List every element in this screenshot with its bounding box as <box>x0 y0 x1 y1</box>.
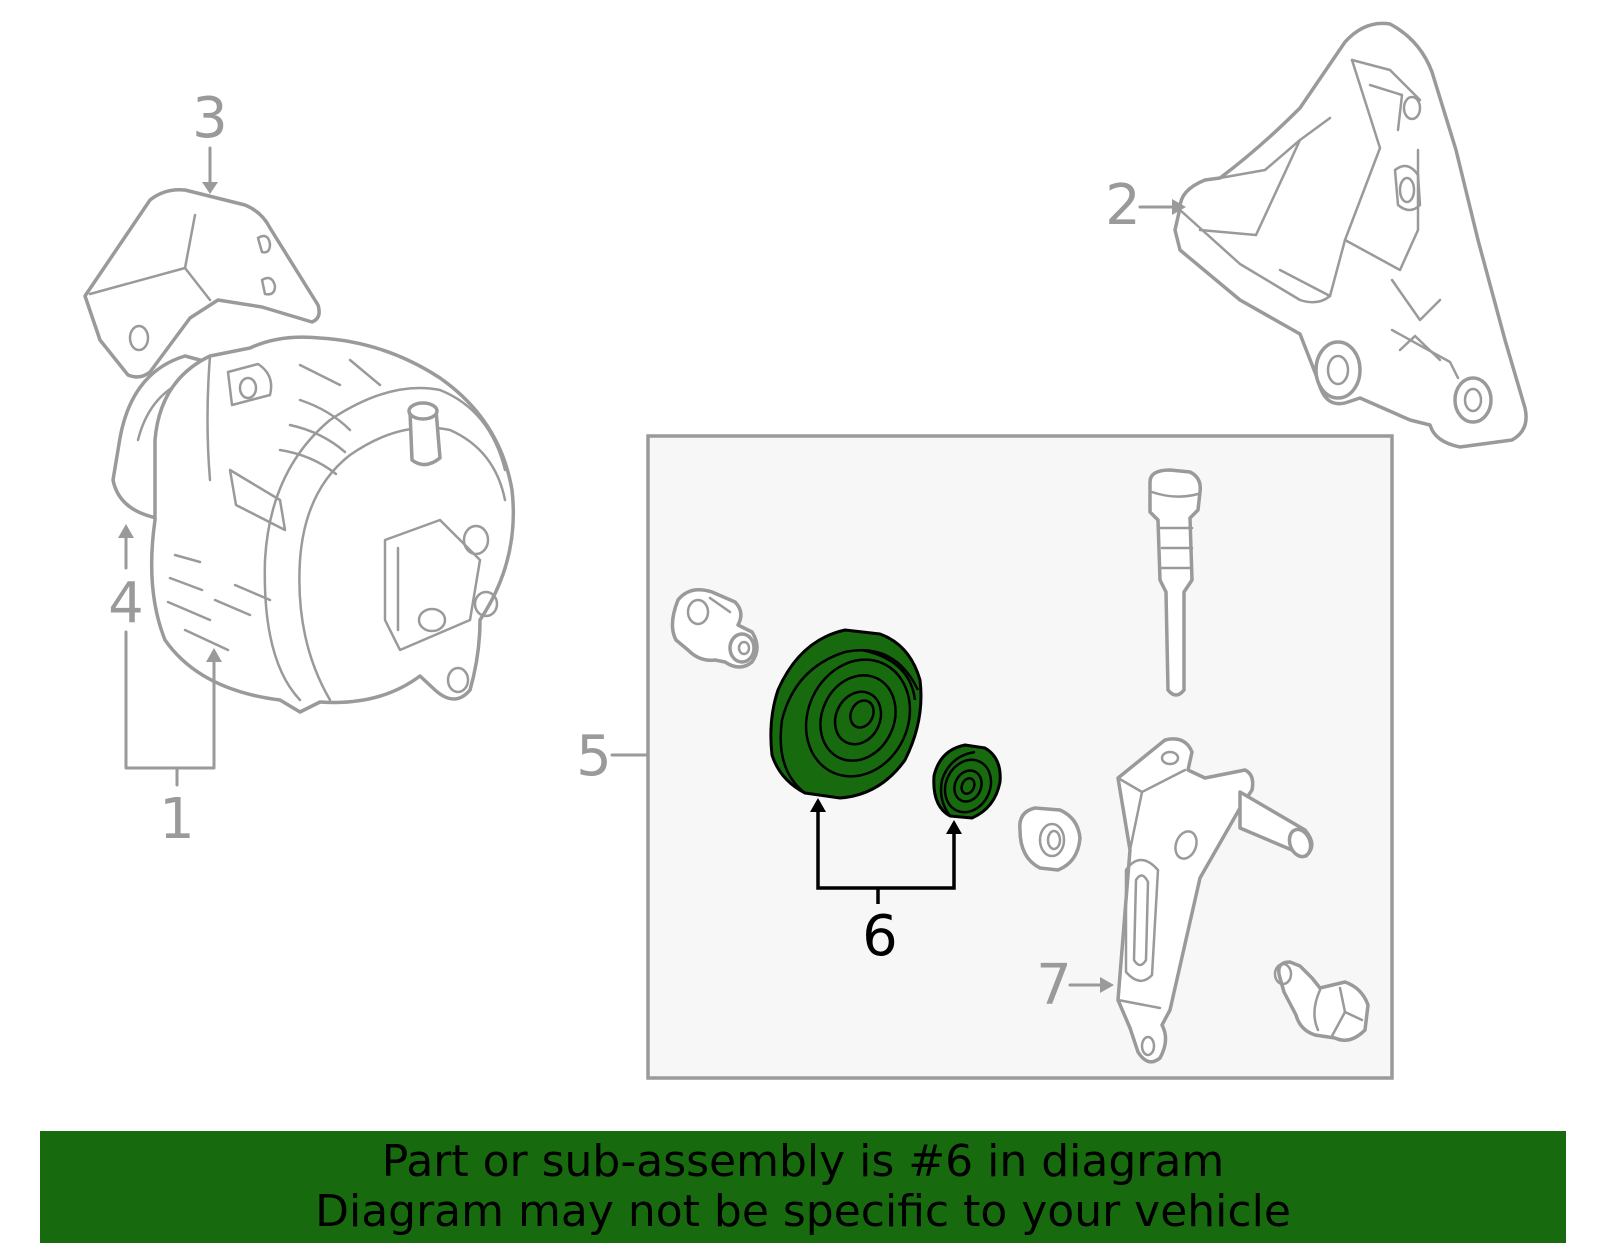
idler-pulley-small <box>932 743 1002 820</box>
idler-bracket-part-7 <box>1116 737 1314 1064</box>
callout-6: 6 <box>862 904 898 969</box>
flange-bolt <box>1273 960 1370 1042</box>
callout-1: 1 <box>159 787 195 852</box>
callout-5: 5 <box>576 724 612 789</box>
idler-pulley-large <box>769 628 923 800</box>
leader-arrow-7 <box>1100 977 1114 993</box>
leader-arrow-2 <box>1172 199 1186 215</box>
callout-2: 2 <box>1105 173 1141 238</box>
leader-arrow-4 <box>118 524 134 538</box>
leader-arrow-3 <box>202 182 218 194</box>
info-banner: Part or sub-assembly is #6 in diagram Di… <box>40 1131 1566 1243</box>
callout-3: 3 <box>192 86 228 151</box>
alternator-part-1 <box>111 335 516 714</box>
leader-arrow-1 <box>206 648 222 662</box>
callout-4: 4 <box>108 571 144 636</box>
mounting-bracket-part-2 <box>1173 21 1528 449</box>
callout-7: 7 <box>1036 953 1072 1018</box>
bracket-part-3 <box>83 187 321 379</box>
leader-bracket-1 <box>124 630 216 770</box>
leader-arrow-6b <box>946 820 962 834</box>
leader-bracket-6 <box>816 808 956 890</box>
flange-nut <box>670 588 759 669</box>
leader-arrow-6a <box>810 798 826 812</box>
hex-nut <box>1018 806 1082 872</box>
banner-line-2: Diagram may not be specific to your vehi… <box>315 1186 1291 1237</box>
banner-line-1: Part or sub-assembly is #6 in diagram <box>381 1136 1225 1187</box>
long-bolt <box>1148 468 1203 697</box>
